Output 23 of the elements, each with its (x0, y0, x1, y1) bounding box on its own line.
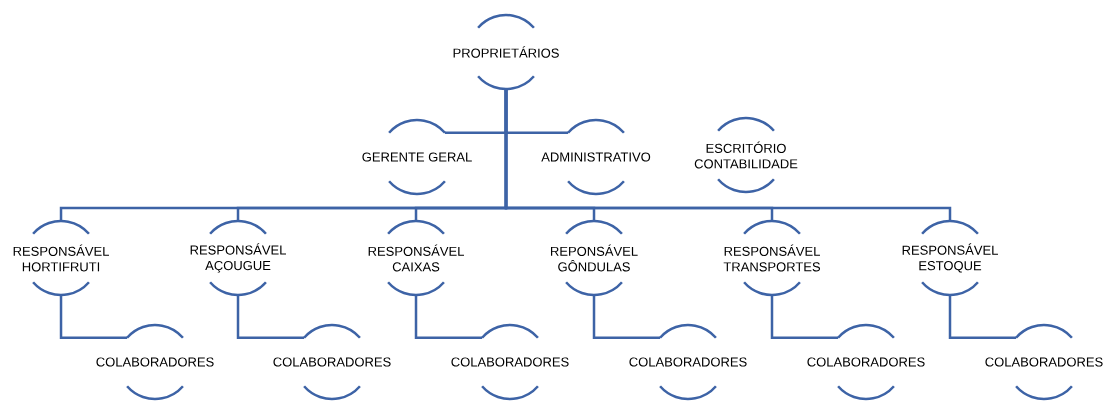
connector-line (770, 295, 839, 339)
org-unit: REPONSÁVEL GÔNDULAS (551, 219, 638, 297)
connector-line (504, 89, 952, 221)
connector-line (236, 295, 305, 339)
org-unit: COLABORADORES (629, 323, 747, 401)
org-unit: RESPONSÁVEL AÇOUGUE (190, 219, 286, 297)
org-unit: RESPONSÁVEL CAIXAS (368, 219, 464, 297)
org-unit: COLABORADORES (807, 323, 925, 401)
org-unit: PROPRIETÁRIOS (453, 13, 559, 91)
connector-line (414, 295, 483, 339)
org-unit: GERENTE GERAL (362, 118, 472, 196)
org-unit: COLABORADORES (985, 323, 1103, 401)
connector-line (948, 295, 1017, 339)
org-unit: COLABORADORES (96, 323, 214, 401)
connector-line (592, 295, 661, 339)
org-unit: COLABORADORES (273, 323, 391, 401)
org-unit: COLABORADORES (451, 323, 569, 401)
org-unit: ADMINISTRATIVO (541, 118, 651, 196)
connector-line (59, 295, 128, 339)
org-unit: RESPONSÁVEL HORTIFRUTI (13, 219, 109, 297)
org-unit: RESPONSÁVEL TRANSPORTES (723, 219, 821, 297)
org-unit: ESCRITÓRIO CONTABILIDADE (694, 116, 798, 194)
org-unit: RESPONSÁVEL ESTOQUE (902, 219, 998, 297)
